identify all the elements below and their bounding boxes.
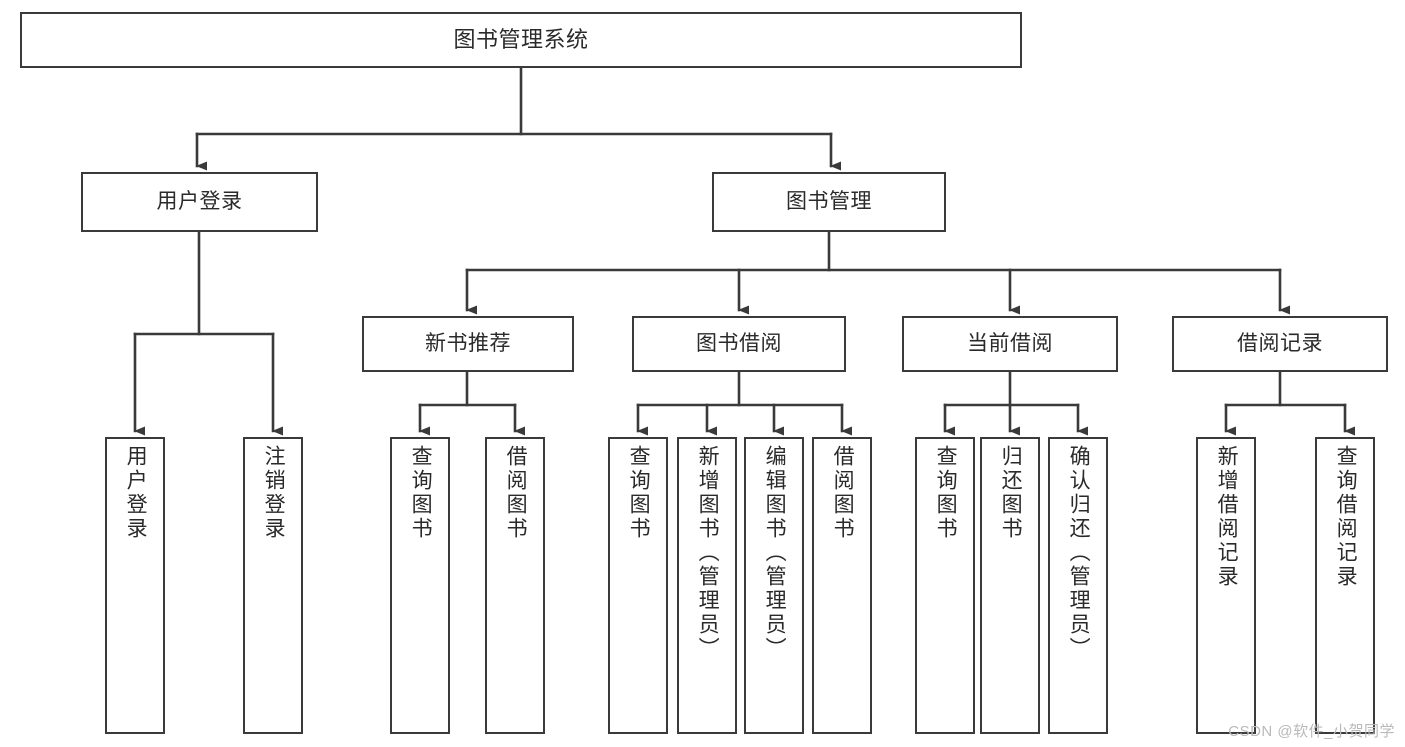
node-current-borrow-label: 当前借阅 [967, 331, 1053, 355]
leaf-borrow-record-add-label: 新增借阅记录 [1215, 445, 1239, 589]
leaf-current-borrow-query[interactable]: 查询图书 [915, 437, 975, 734]
leaf-book-borrow-query-label: 查询图书 [627, 445, 651, 541]
leaf-borrow-record-query-label: 查询借阅记录 [1334, 445, 1358, 589]
node-book-borrow-label: 图书借阅 [696, 331, 782, 355]
leaf-book-borrow-add-label: 新增图书（管理员） [696, 445, 720, 661]
node-new-book-recommend[interactable]: 新书推荐 [362, 316, 574, 372]
leaf-book-borrow-add[interactable]: 新增图书（管理员） [677, 437, 737, 734]
leaf-user-login-logout[interactable]: 注销登录 [243, 437, 303, 734]
leaf-user-login-logout-label: 注销登录 [262, 445, 286, 541]
leaf-book-borrow-query[interactable]: 查询图书 [608, 437, 668, 734]
node-current-borrow[interactable]: 当前借阅 [902, 316, 1118, 372]
leaf-user-login-login-label: 用户登录 [124, 445, 148, 541]
leaf-current-borrow-confirm-label: 确认归还（管理员） [1067, 445, 1091, 661]
leaf-current-borrow-return[interactable]: 归还图书 [980, 437, 1040, 734]
leaf-book-borrow-edit-label: 编辑图书（管理员） [763, 445, 787, 661]
leaf-borrow-record-add[interactable]: 新增借阅记录 [1196, 437, 1256, 734]
leaf-current-borrow-query-label: 查询图书 [934, 445, 958, 541]
watermark-text: CSDN @软件_小贺同学 [1228, 723, 1395, 740]
node-book-manage-label: 图书管理 [786, 189, 872, 213]
node-book-manage[interactable]: 图书管理 [712, 172, 946, 232]
leaf-borrow-record-query[interactable]: 查询借阅记录 [1315, 437, 1375, 734]
leaf-book-borrow-lend-label: 借阅图书 [831, 445, 855, 541]
node-root-system[interactable]: 图书管理系统 [20, 12, 1022, 68]
leaf-book-borrow-lend[interactable]: 借阅图书 [812, 437, 872, 734]
node-book-borrow[interactable]: 图书借阅 [632, 316, 846, 372]
leaf-user-login-login[interactable]: 用户登录 [105, 437, 165, 734]
node-user-login[interactable]: 用户登录 [81, 172, 318, 232]
node-new-book-recommend-label: 新书推荐 [425, 331, 511, 355]
leaf-book-borrow-edit[interactable]: 编辑图书（管理员） [744, 437, 804, 734]
leaf-new-book-borrow-label: 借阅图书 [504, 445, 528, 541]
leaf-new-book-query-label: 查询图书 [409, 445, 433, 541]
leaf-current-borrow-return-label: 归还图书 [999, 445, 1023, 541]
node-user-login-label: 用户登录 [156, 189, 243, 213]
node-borrow-record[interactable]: 借阅记录 [1172, 316, 1388, 372]
leaf-new-book-borrow[interactable]: 借阅图书 [485, 437, 545, 734]
leaf-new-book-query[interactable]: 查询图书 [390, 437, 450, 734]
node-borrow-record-label: 借阅记录 [1237, 331, 1323, 355]
leaf-current-borrow-confirm[interactable]: 确认归还（管理员） [1048, 437, 1108, 734]
node-root-system-label: 图书管理系统 [453, 27, 589, 53]
